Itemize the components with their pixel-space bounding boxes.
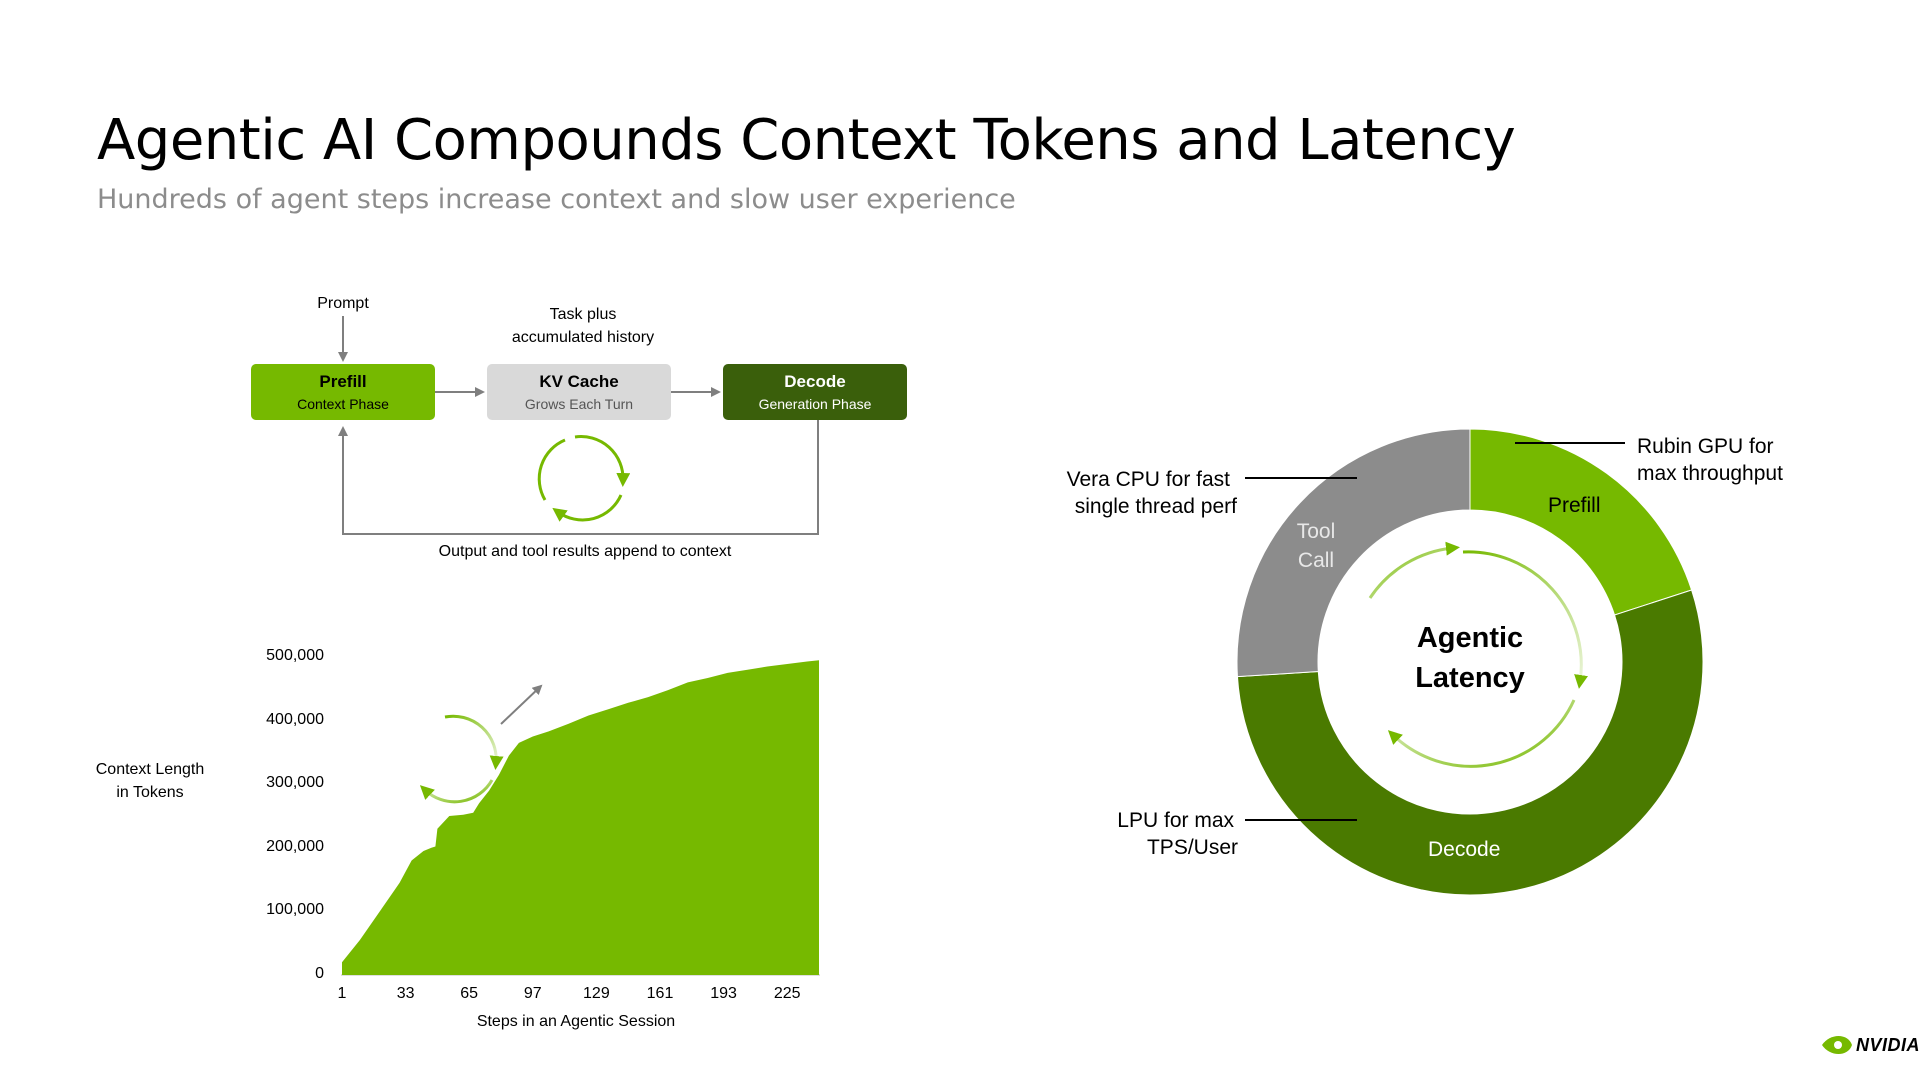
- growth-arrow-icon: [500, 684, 543, 725]
- prompt-label: Prompt: [317, 295, 369, 312]
- rubin-annotation-line1: Rubin GPU for: [1637, 435, 1774, 458]
- donut-segment-tool-call: [1236, 428, 1471, 678]
- donut-label-decode: Decode: [1428, 838, 1501, 861]
- chart-ylabel-line1: Context Length: [95, 761, 205, 778]
- context-length-area: [342, 660, 819, 975]
- x-tick-label: 65: [460, 985, 479, 1002]
- nvidia-logo-icon: [1822, 1036, 1852, 1054]
- rubin-annotation-line2: max throughput: [1637, 462, 1783, 485]
- donut-segment-decode: [1236, 589, 1704, 896]
- loop-label: Output and tool results append to contex…: [438, 543, 732, 560]
- task-label-line2: accumulated history: [511, 329, 655, 346]
- latency-donut: [1236, 428, 1704, 896]
- y-tick-label: 300,000: [266, 774, 324, 792]
- donut-label-tool-line1: Tool: [1296, 520, 1336, 543]
- task-label-line1: Task plus: [549, 306, 617, 323]
- decode-box: Decode Generation Phase: [723, 364, 907, 420]
- y-tick-label: 100,000: [266, 901, 324, 919]
- page-subtitle: Hundreds of agent steps increase context…: [97, 184, 1016, 215]
- donut-segment-prefill: [1469, 428, 1693, 616]
- x-tick-label: 1: [337, 985, 347, 1002]
- kv-cache-subtitle: Grows Each Turn: [524, 396, 634, 412]
- x-tick-label: 225: [773, 985, 801, 1002]
- prefill-subtitle: Context Phase: [297, 396, 389, 412]
- decode-title: Decode: [784, 372, 846, 391]
- vera-annotation-line2: single thread perf: [1074, 495, 1237, 518]
- feedback-loop-arrow: [338, 420, 819, 535]
- x-tick-label: 161: [646, 985, 674, 1002]
- donut-label-tool-line2: Call: [1297, 549, 1335, 572]
- lpu-annotation-line2: TPS/User: [1146, 836, 1238, 859]
- donut-center-line1: Agentic: [1416, 622, 1524, 654]
- chart-cycle-icon: [419, 714, 504, 804]
- page-title: Agentic AI Compounds Context Tokens and …: [97, 108, 1516, 173]
- chart-xlabel: Steps in an Agentic Session: [476, 1013, 676, 1030]
- donut-label-prefill: Prefill: [1548, 494, 1601, 517]
- chart-plot: [342, 660, 819, 975]
- prefill-box: Prefill Context Phase: [251, 364, 435, 420]
- kv-cache-title: KV Cache: [539, 372, 619, 391]
- y-tick-label: 200,000: [266, 837, 324, 855]
- y-tick-label: 500,000: [266, 647, 324, 664]
- decode-subtitle: Generation Phase: [758, 396, 872, 412]
- lpu-annotation-line1: LPU for max: [1117, 809, 1234, 832]
- x-tick-label: 97: [523, 985, 542, 1002]
- prefill-title: Prefill: [319, 372, 367, 391]
- donut-cycle-icon: [1368, 541, 1588, 768]
- x-tick-label: 193: [710, 985, 737, 1002]
- x-tick-label: 129: [583, 985, 610, 1002]
- x-tick-label: 33: [396, 985, 415, 1002]
- cycle-icon: [537, 435, 631, 522]
- chart-ylabel-line2: in Tokens: [116, 784, 184, 801]
- vera-annotation-line1: Vera CPU for fast: [1066, 468, 1230, 491]
- nvidia-logo-text: NVIDIA: [1856, 1035, 1921, 1055]
- y-tick-label: 0: [315, 965, 324, 982]
- y-tick-label: 400,000: [266, 710, 324, 728]
- donut-center-line2: Latency: [1415, 662, 1525, 694]
- kv-cache-box: KV Cache Grows Each Turn: [487, 364, 671, 420]
